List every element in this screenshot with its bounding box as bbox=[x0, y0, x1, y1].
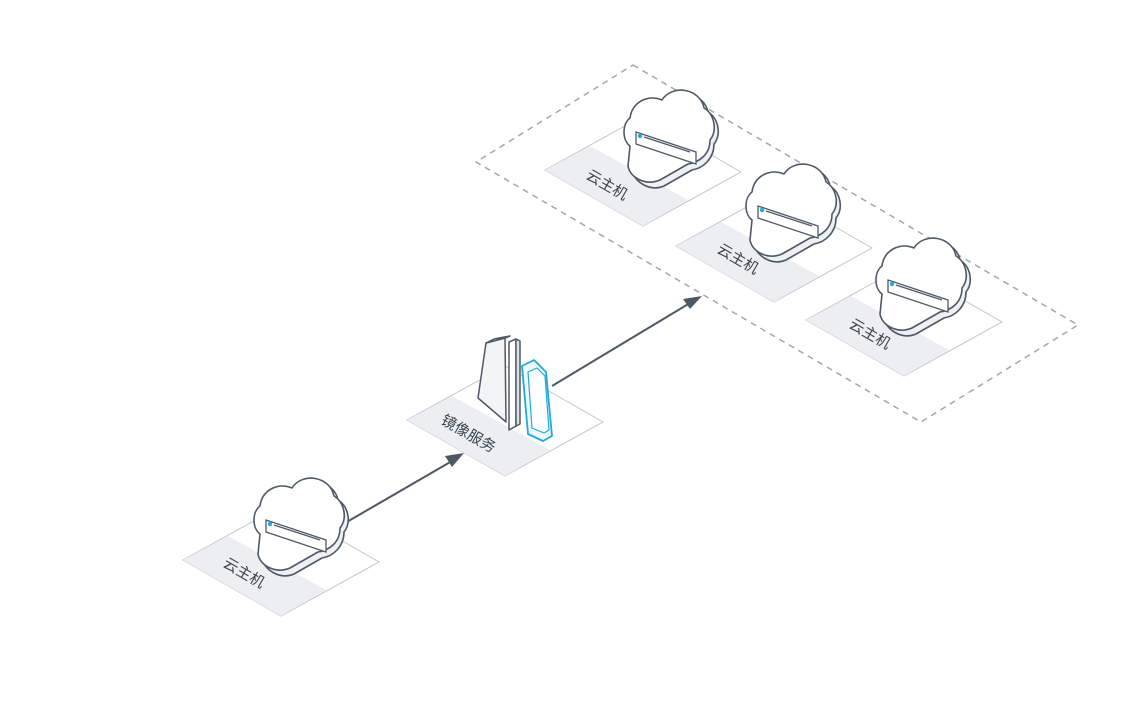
source-vm[interactable]: 云主机 bbox=[181, 477, 381, 617]
target-vm-3[interactable]: 云主机 bbox=[804, 237, 1004, 377]
image-service[interactable]: 镜像服务 bbox=[405, 335, 605, 477]
arrow-line bbox=[332, 460, 453, 531]
arrow-line bbox=[551, 302, 691, 387]
target-vm-2-label-band bbox=[676, 222, 819, 302]
source-vm-label-band bbox=[183, 536, 326, 616]
target-vm-2[interactable]: 云主机 bbox=[674, 163, 874, 303]
edge-source-vm-to-image-service bbox=[332, 453, 464, 531]
target-vm-1-label-band bbox=[545, 146, 688, 226]
image-service-label-band bbox=[407, 396, 550, 476]
target-vm-3-label-band bbox=[806, 296, 949, 376]
edge-image-service-to-target-group bbox=[551, 296, 702, 387]
image-service-icon bbox=[477, 335, 553, 442]
arrow-head bbox=[445, 453, 464, 467]
arrow-head bbox=[683, 296, 702, 309]
